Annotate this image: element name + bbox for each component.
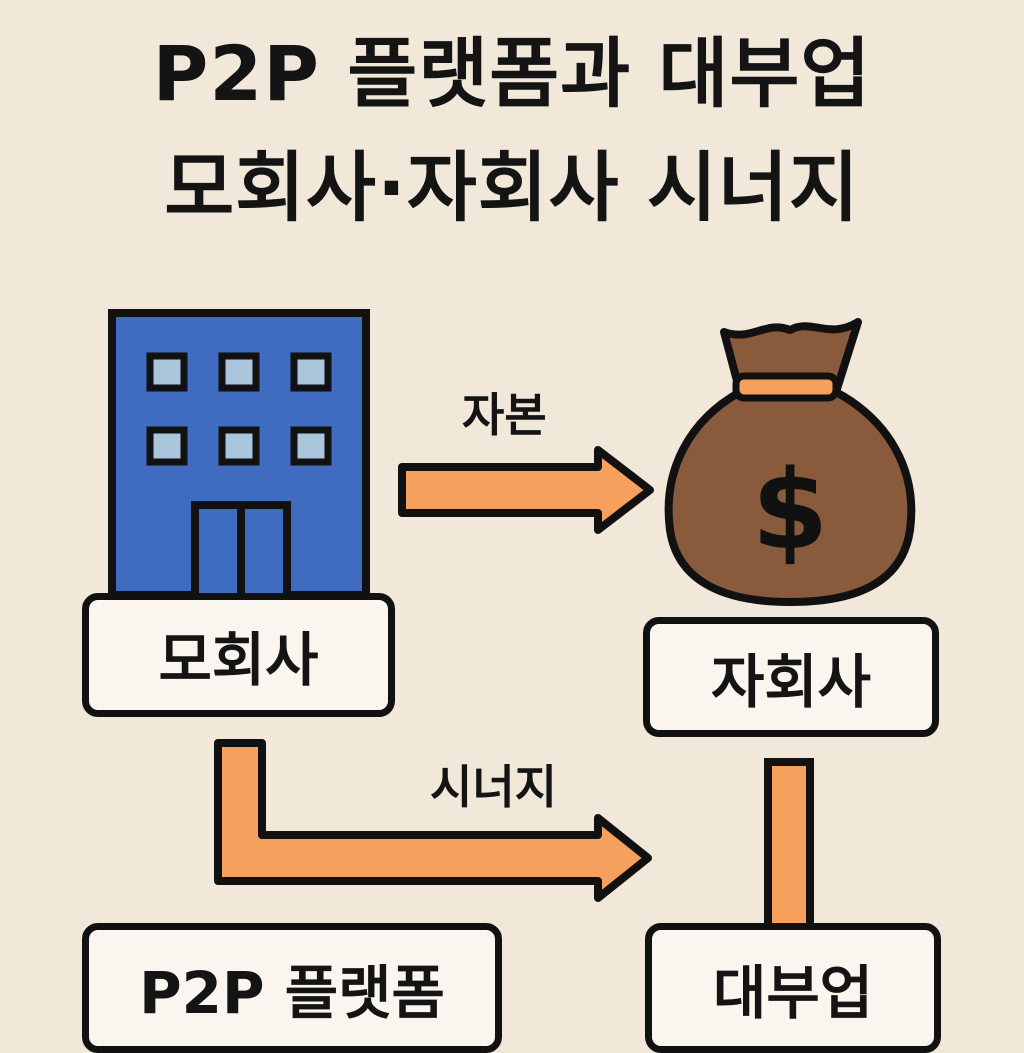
lending-label: 대부업 [712, 959, 874, 1027]
parent-company-box: 모회사 [82, 593, 395, 717]
synergy-flow-label: 시너지 [430, 760, 557, 814]
parent-company-label: 모회사 [158, 626, 319, 694]
p2p-platform-label: P2P 플랫폼 [139, 959, 445, 1027]
p2p-platform-box: P2P 플랫폼 [82, 923, 502, 1053]
building-icon [108, 309, 370, 604]
diagram-canvas: $ [108, 309, 916, 932]
capital-arrow [398, 446, 654, 534]
subsidiary-label: 자회사 [710, 648, 872, 716]
subsidiary-box: 자회사 [643, 617, 939, 737]
dollar-sign-icon: $ [752, 446, 829, 574]
title-line-2: 모회사·자회사 시너지 [164, 143, 860, 232]
lending-box: 대부업 [645, 923, 941, 1053]
synergy-arrow [214, 739, 652, 902]
capital-flow-label: 자본 [462, 388, 547, 442]
title-line-1: P2P 플랫폼과 대부업 [152, 29, 872, 118]
money-bag-icon: $ [664, 318, 916, 606]
subsidiary-lending-connector [764, 758, 814, 932]
